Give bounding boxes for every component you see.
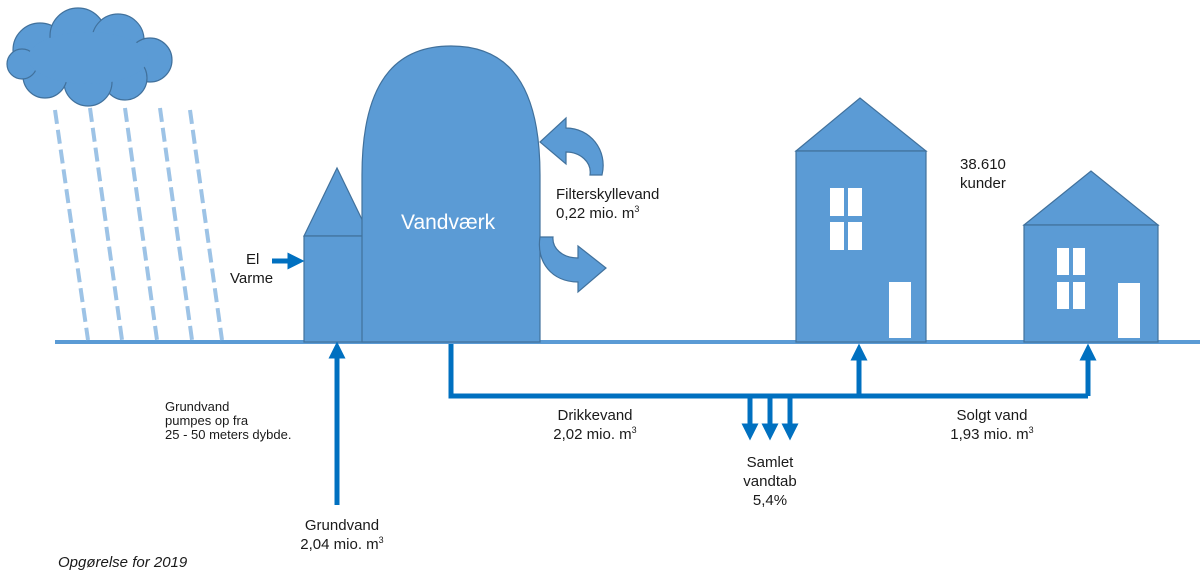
small-house-window [1057,248,1085,309]
large-house-door [889,282,911,338]
large-house-roof [794,97,928,152]
groundwater-note: Grundvand pumpes op fra 25 - 50 meters d… [165,399,292,442]
small-house-roof [1022,170,1160,226]
large-house-window [830,188,862,250]
sold-water-label: Solgt vand 1,93 mio. m3 [950,407,1034,443]
pump-house-roof [303,166,371,237]
rain-icon [53,107,224,341]
footnote: Opgørelse for 2019 [58,554,188,571]
distribution-pipe [448,344,1088,399]
energy-input-label: El Varme [230,251,274,287]
cloud-icon [6,7,173,107]
pump-house [303,235,371,343]
customers-label: 38.610 kunder [960,156,1006,192]
drinking-water-label: Drikkevand 2,02 mio. m3 [553,407,637,443]
water-loss-label: Samlet vandtab 5,4% [743,454,797,509]
groundwater-label: Grundvand 2,04 mio. m3 [300,517,384,553]
backwash-label: Filterskyllevand 0,22 mio. m3 [556,186,660,222]
backwash-cycle-icon [538,116,607,294]
waterworks-building [361,45,541,343]
waterworks-label: Vandværk [401,211,496,234]
small-house-door [1118,283,1140,338]
water-loss-arrows [741,396,799,441]
